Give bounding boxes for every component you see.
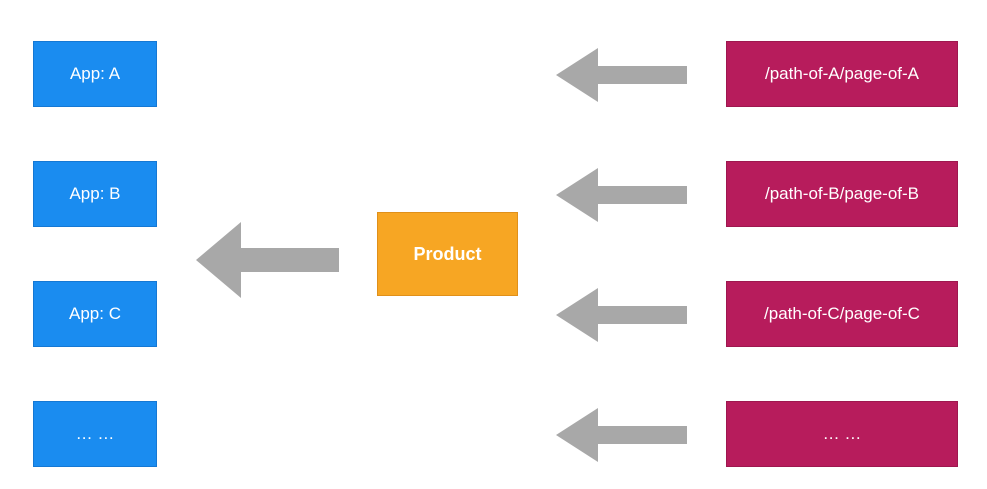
product-to-apps-arrow bbox=[196, 222, 339, 298]
path-a-arrow bbox=[556, 48, 687, 102]
path-b-arrow bbox=[556, 168, 687, 222]
product-box: Product bbox=[377, 212, 518, 296]
path-box-a: /path-of-A/page-of-A bbox=[726, 41, 958, 107]
path-box-c: /path-of-C/page-of-C bbox=[726, 281, 958, 347]
path-more-arrow bbox=[556, 408, 687, 462]
path-box-b: /path-of-B/page-of-B bbox=[726, 161, 958, 227]
path-box-more: … … bbox=[726, 401, 958, 467]
app-box-a: App: A bbox=[33, 41, 157, 107]
path-c-arrow bbox=[556, 288, 687, 342]
app-box-more: … … bbox=[33, 401, 157, 467]
app-box-c: App: C bbox=[33, 281, 157, 347]
app-box-b: App: B bbox=[33, 161, 157, 227]
